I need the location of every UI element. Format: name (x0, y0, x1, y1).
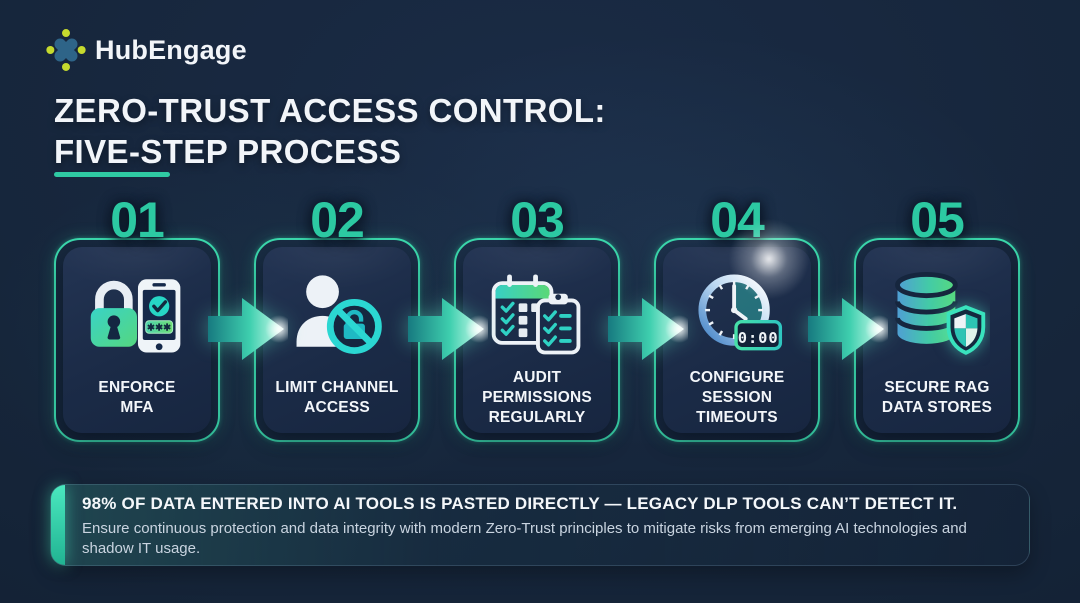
step-2-label: LIMIT CHANNEL ACCESS (275, 379, 399, 416)
brand-logo: HubEngage (46, 28, 247, 72)
title-underline (54, 172, 170, 177)
page-title-line2: FIVE-STEP PROCESS (54, 133, 402, 171)
step-2: 02 LIMIT CHANNEL ACCESS (254, 192, 420, 442)
banner-text: 98% OF DATA ENTERED INTO AI TOOLS IS PAS… (82, 494, 1011, 559)
step-1-card-inner: ✱✱✱ ENFORCE MFA (63, 247, 211, 433)
step-3-card-inner: AUDIT PERMISSIONS REGULARLY (463, 247, 611, 433)
step-5-number: 05 (910, 192, 965, 248)
callout-body: Ensure continuous protection and data in… (82, 520, 967, 557)
step-3-card: AUDIT PERMISSIONS REGULARLY (454, 238, 620, 442)
step-3-number: 03 (510, 192, 565, 248)
arrow-right-icon (808, 292, 888, 366)
step-4-label: CONFIGURE SESSION TIMEOUTS (689, 369, 785, 426)
blocked-channel-lock-icon (263, 253, 411, 373)
page-title-line1: ZERO-TRUST ACCESS CONTROL: (54, 92, 606, 129)
step-3-label: AUDIT PERMISSIONS REGULARLY (482, 369, 592, 426)
step-5: 05 (854, 192, 1020, 442)
step-2-number: 02 (310, 192, 365, 248)
mfa-lock-phone-icon: ✱✱✱ (63, 253, 211, 373)
calendar-checklist-icon (463, 253, 611, 373)
step-4-number: 04 (710, 192, 765, 248)
callout-banner: 98% OF DATA ENTERED INTO AI TOOLS IS PAS… (50, 484, 1030, 566)
step-1-number: 01 (110, 192, 165, 248)
step-3: 03 (454, 192, 620, 442)
step-1: 01 ✱✱✱ (54, 192, 220, 442)
arrow-right-icon (408, 292, 488, 366)
callout-headline: 98% OF DATA ENTERED INTO AI TOOLS IS PAS… (82, 494, 958, 513)
step-1-label: ENFORCE MFA (98, 379, 176, 416)
database-shield-icon (863, 253, 1011, 373)
banner-accent-bar (51, 485, 65, 565)
step-1-card: ✱✱✱ ENFORCE MFA (54, 238, 220, 442)
step-5-card-inner: SECURE RAG DATA STORES (863, 247, 1011, 433)
arrow-right-icon (608, 292, 688, 366)
step-5-label: SECURE RAG DATA STORES (881, 379, 993, 416)
svg-text:0:00: 0:00 (738, 329, 779, 347)
arrow-right-icon (208, 292, 288, 366)
step-2-card-inner: LIMIT CHANNEL ACCESS (263, 247, 411, 433)
step-5-card: SECURE RAG DATA STORES (854, 238, 1020, 442)
svg-text:✱✱✱: ✱✱✱ (147, 322, 172, 333)
step-2-card: LIMIT CHANNEL ACCESS (254, 238, 420, 442)
page-title: ZERO-TRUST ACCESS CONTROL: FIVE-STEP PRO… (54, 90, 606, 173)
hubengage-mark-icon (46, 29, 86, 71)
brand-name: HubEngage (95, 34, 247, 65)
